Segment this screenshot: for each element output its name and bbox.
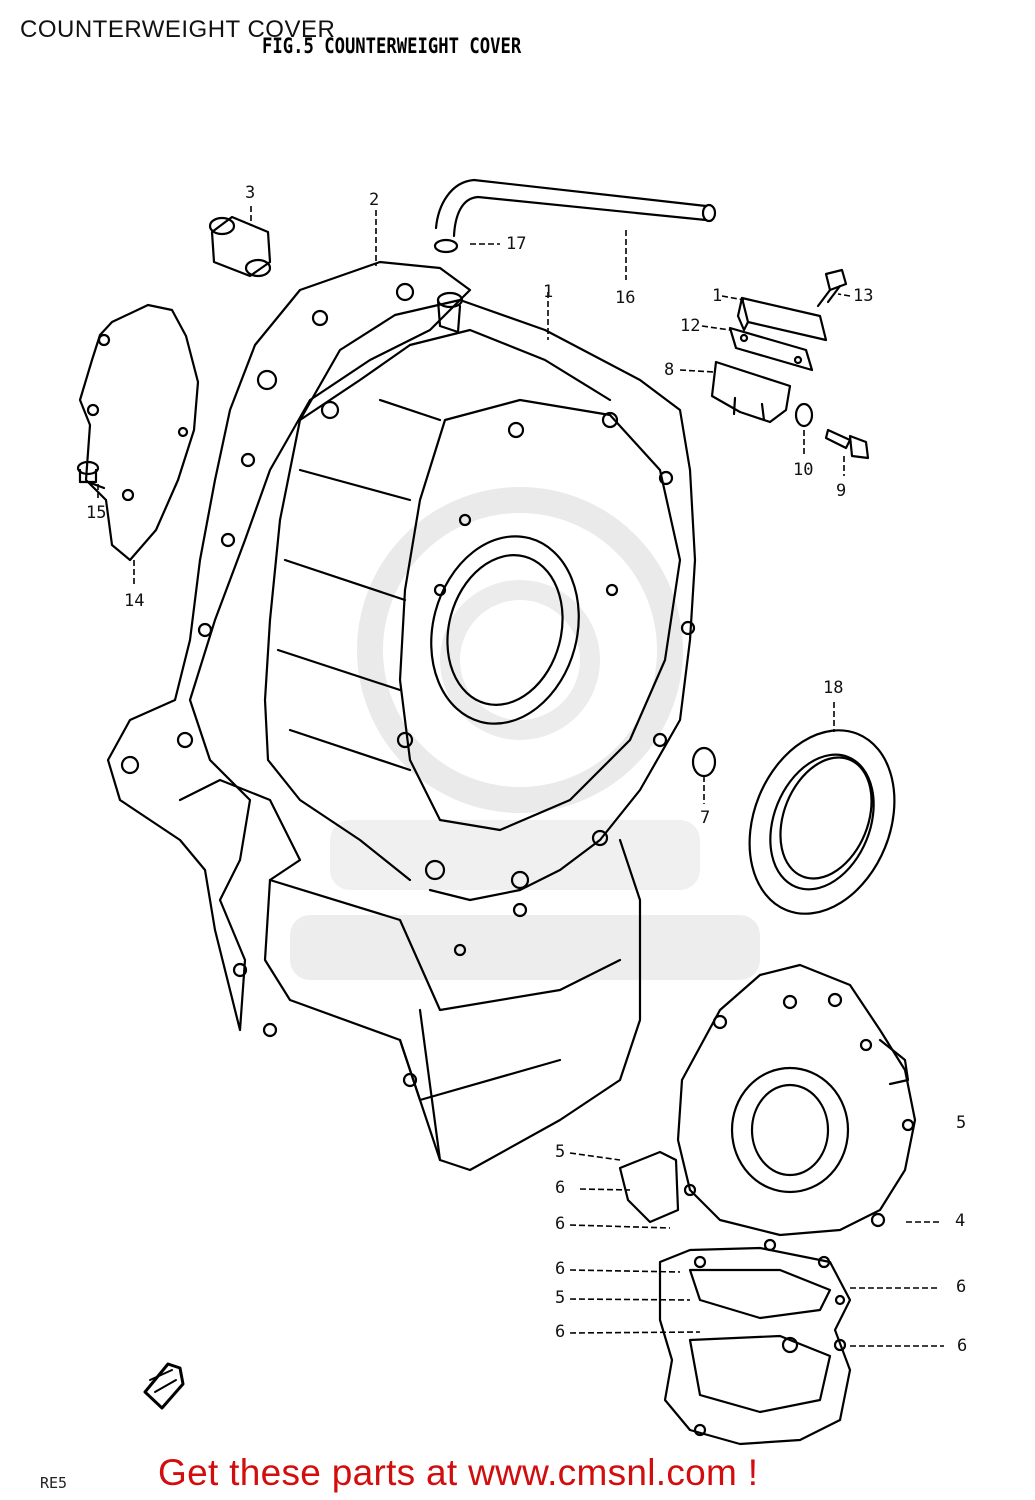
part-5-gasket <box>658 1238 852 1446</box>
part-1-counterweight-cover <box>178 291 697 1172</box>
callout-6-d: 6 <box>956 1277 967 1297</box>
part-13-bolt <box>816 268 848 308</box>
watermark-logo <box>290 487 760 980</box>
callout-12: 12 <box>680 316 701 336</box>
part-18-oil-seal <box>748 729 896 915</box>
callout-5-lower: 5 <box>555 1288 566 1308</box>
callout-1-cover: 1 <box>543 282 554 302</box>
front-arrow-icon <box>143 1362 185 1410</box>
page-title: COUNTERWEIGHT COVER <box>20 16 336 43</box>
part-3-bushing <box>208 215 272 278</box>
part-2-gasket <box>106 260 472 1032</box>
callout-17: 17 <box>506 234 527 254</box>
part-10-washer <box>794 402 814 428</box>
callout-15: 15 <box>86 503 107 523</box>
callout-9: 9 <box>836 481 847 501</box>
callout-5-left: 5 <box>555 1142 566 1162</box>
callout-5-right: 5 <box>956 1113 967 1133</box>
callout-10: 10 <box>793 460 814 480</box>
callout-6-e: 6 <box>555 1322 566 1342</box>
callout-1-plate: 1 <box>712 286 723 306</box>
part-7-washer <box>691 746 717 778</box>
part-4-rear-cover <box>676 963 917 1237</box>
corner-reference-code: RE5 <box>40 1474 68 1492</box>
part-9-bolt <box>824 428 870 460</box>
part-14-cover-plate <box>78 303 200 562</box>
callout-6-c: 6 <box>555 1259 566 1279</box>
callout-18: 18 <box>823 678 844 698</box>
callout-6-a: 6 <box>555 1178 566 1198</box>
callout-14: 14 <box>124 591 145 611</box>
figure-title: FIG.5 COUNTERWEIGHT COVER <box>262 34 522 58</box>
callout-8: 8 <box>664 360 675 380</box>
callout-6-b: 6 <box>555 1214 566 1234</box>
part-17-clip <box>433 238 459 254</box>
callout-3: 3 <box>245 183 256 203</box>
leader-lines <box>97 206 944 1347</box>
callout-2: 2 <box>369 190 380 210</box>
part-15-screw <box>76 460 106 490</box>
callout-6-f: 6 <box>957 1336 968 1356</box>
part-1-plate <box>736 296 828 342</box>
part-8-guide <box>710 360 792 424</box>
part-12-gasket-small <box>728 326 814 372</box>
part-5-small-gasket <box>618 1150 680 1224</box>
parts-link-banner[interactable]: Get these parts at www.cmsnl.com ! <box>158 1452 759 1493</box>
callout-7: 7 <box>700 808 711 828</box>
part-16-breather-hose <box>434 178 717 238</box>
callout-16: 16 <box>615 288 636 308</box>
callout-13: 13 <box>853 286 874 306</box>
callout-4: 4 <box>955 1211 966 1231</box>
